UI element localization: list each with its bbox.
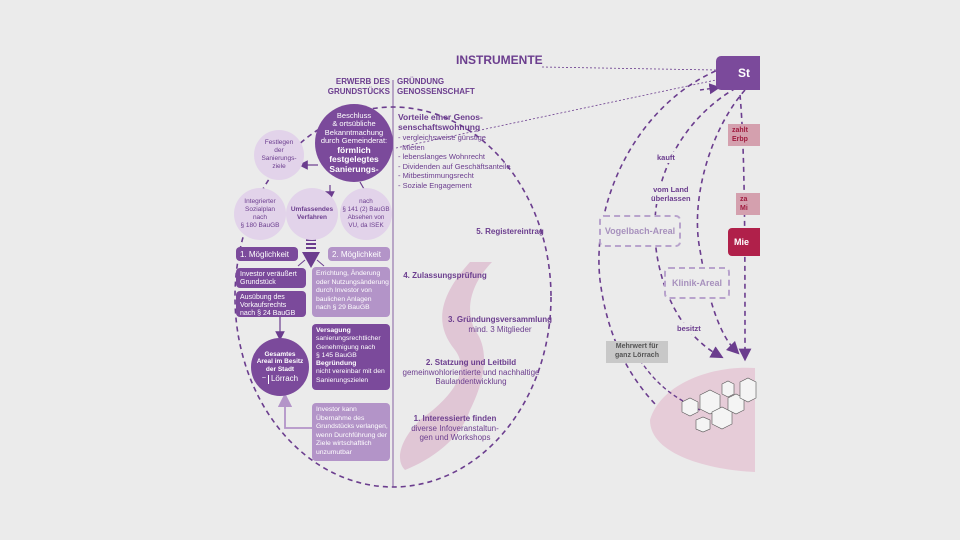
page-title: INSTRUMENTE	[456, 53, 543, 67]
besitzt-label: besitzt	[675, 323, 703, 334]
versagung-box: Versagung sanierungsrechtlicher Genehmig…	[312, 324, 390, 390]
step-title: 5. Registereintrag	[476, 227, 544, 236]
step-title: 3. Gründungsversammlung	[447, 315, 553, 324]
stadt-box-label: St	[738, 66, 750, 80]
step-title: 1. Interessierte finden	[413, 414, 497, 423]
right-header: GRÜNDUNG GENOSSENSCHAFT	[397, 77, 475, 96]
verfahren-text: Umfassendes Verfahren	[290, 206, 334, 221]
beschluss-text: Beschluss & ortsübliche Bekanntmachung d…	[320, 110, 388, 146]
mie-badge: Mie	[728, 228, 760, 256]
za-mi-badge: za Mi	[736, 193, 760, 215]
loerrach-logo: ~ Lörrach	[261, 374, 298, 384]
beschluss-bold: förmlich festgelegtes Sanierungs-	[329, 144, 379, 174]
beschluss-circle: Beschluss & ortsübliche Bekanntmachung d…	[315, 104, 393, 182]
step-1: 1. Interessierte finden diverse Infovera…	[400, 414, 510, 443]
step-text: diverse Infoveranstaltun- gen und Worksh…	[411, 423, 499, 443]
title-connector	[541, 66, 717, 71]
benefit-item: - Mitbestimmungsrecht	[398, 171, 474, 180]
benefits-title: Vorteile einer Genos- senschaftswohnung	[398, 112, 483, 132]
benefit-item: - lebenslanges Wohnrecht	[398, 152, 485, 161]
sozialplan-circle: Integrierter Sozialplan nach § 180 BauGB	[234, 188, 286, 240]
option-second: 2. Möglichkeit	[328, 247, 390, 261]
verfahren-circle: Umfassendes Verfahren	[286, 188, 338, 240]
step-text: mind. 3 Mitglieder	[468, 324, 532, 334]
ziele-text: Festlegen der Sanierungs- ziele	[261, 139, 297, 170]
stadt-box: St	[716, 56, 760, 90]
benefit-item: - vergleichsweise günstige Mieten	[398, 133, 486, 152]
down-triangle	[302, 252, 320, 268]
vorkauf-box: Ausübung des Vorkaufsrechts nach § 24 Ba…	[236, 291, 306, 317]
founding-path-shape	[400, 262, 492, 470]
step-5: 5. Registereintrag	[460, 227, 560, 237]
step-title: 2. Statzung und Leitbild	[425, 358, 517, 367]
step-3: 3. Gründungsversammlung mind. 3 Mitglied…	[440, 315, 560, 334]
benefits-list: - vergleichsweise günstige Mieten - lebe…	[398, 133, 511, 190]
ziele-circle: Festlegen der Sanierungs- ziele	[254, 130, 304, 180]
benefit-item: - Dividenden auf Geschäftsanteile	[398, 161, 511, 171]
versagung-text: sanierungsrechtlicher Genehmigung nach §…	[316, 335, 381, 359]
step-text: gemeinwohlorientierte und nachhaltige Ba…	[402, 367, 540, 387]
vogelbach-areal-box: Vogelbach-Areal	[599, 215, 681, 247]
benefit-item: - Soziale Engagement	[398, 180, 472, 190]
city-logo-icon: ~	[261, 375, 266, 382]
mehrwert-badge: Mehrwert für ganz Lörrach	[606, 341, 668, 363]
absehen-text: nach § 141 (2) BauGB Absehen von VU, da …	[342, 198, 390, 229]
errichtung-box: Errichtung, Änderung oder Nutzungsänderu…	[312, 267, 390, 317]
step-title: 4. Zulassungsprüfung	[403, 271, 487, 280]
right-ellipse	[598, 59, 751, 441]
step-2: 2. Statzung und Leitbild gemeinwohlorien…	[395, 358, 547, 387]
kauft-label: kauft	[655, 152, 677, 163]
versagung-title: Versagung	[316, 327, 351, 334]
klinik-areal-box: Klinik-Areal	[664, 267, 730, 299]
investor-box: Investor veräußert Grundstück	[236, 268, 306, 288]
vom-land-label: vom Land überlassen	[649, 184, 693, 204]
zahlt-badge: zahlt Erbp	[728, 124, 760, 146]
loerrach-logo-text: Lörrach	[267, 374, 298, 384]
begruendung-title: Begründung	[316, 360, 357, 368]
areal-circle: Gesamtes Areal im Besitz der Stadt ~ Lör…	[251, 338, 309, 396]
uebernahme-box: Investor kann Übernahme des Grundstücks …	[312, 403, 390, 461]
option-first: 1. Möglichkeit	[236, 247, 298, 261]
ellipse-connector	[395, 79, 717, 149]
areal-text: Gesamtes Areal im Besitz der Stadt	[256, 350, 304, 373]
buildings-illustration	[681, 377, 757, 433]
begruendung-text: nicht vereinbar mit den Sanierungszielen	[316, 368, 385, 384]
left-header: ERWERB DES GRUNDSTÜCKS	[327, 77, 390, 96]
sozialplan-text: Integrierter Sozialplan nach § 180 BauGB	[240, 198, 280, 229]
step-4: 4. Zulassungsprüfung	[395, 271, 495, 281]
absehen-circle: nach § 141 (2) BauGB Absehen von VU, da …	[340, 188, 392, 240]
